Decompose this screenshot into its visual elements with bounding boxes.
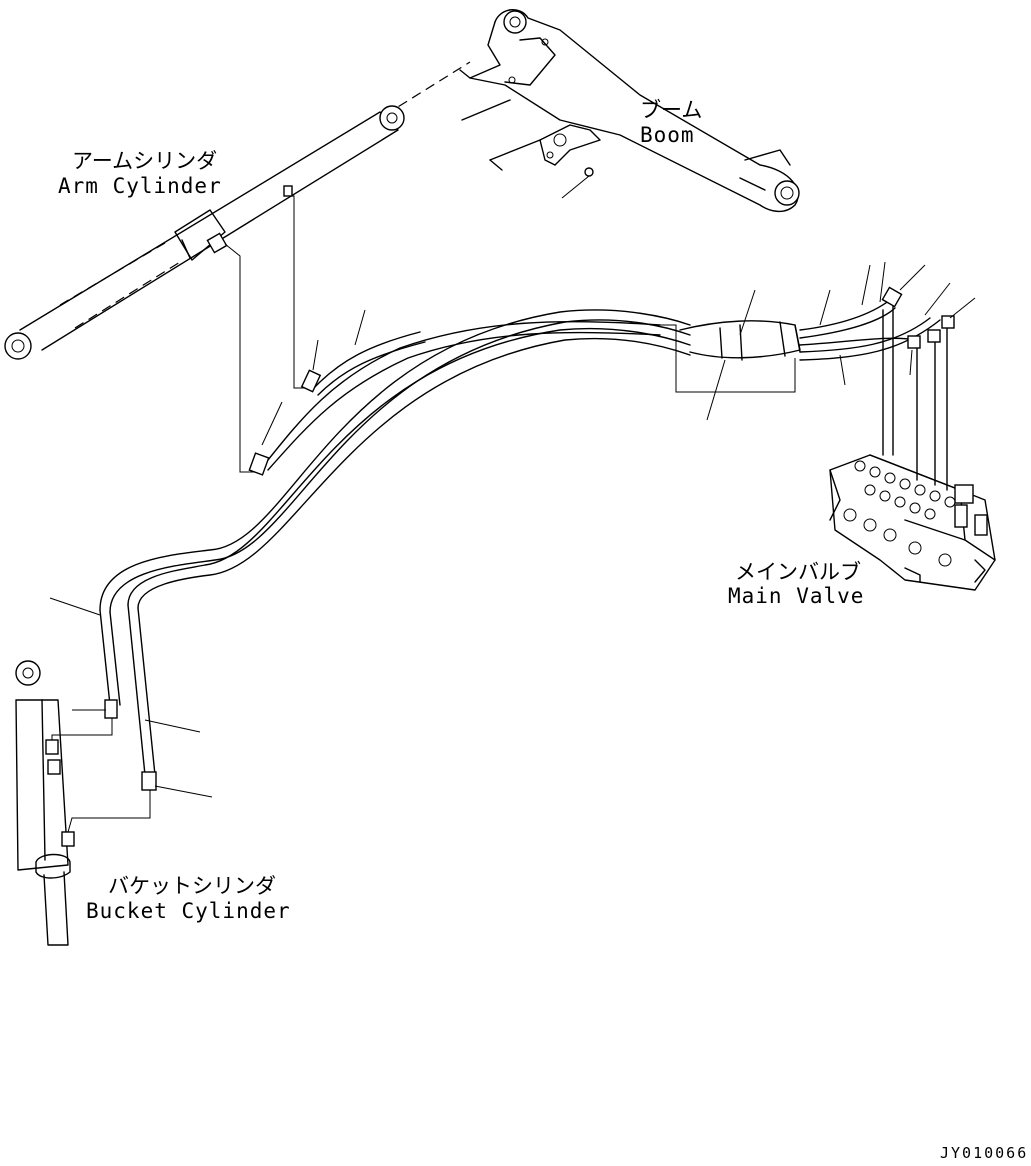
main-valve-label-en: Main Valve [728, 584, 864, 608]
main-valve-label-jp: メインバルブ [735, 560, 861, 584]
labels: ブーム Boom アームシリンダ Arm Cylinder メインバルブ Mai… [58, 98, 1028, 1162]
drawing-code: JY010066 [940, 1144, 1028, 1161]
arm-cylinder-drawing [4, 61, 471, 473]
bucket-cylinder-label-en: Bucket Cylinder [86, 899, 291, 923]
boom-label-jp: ブーム [640, 98, 702, 122]
hose-bundle [49, 261, 976, 798]
boom-drawing [459, 9, 800, 213]
bucket-cylinder-label-jp: バケットシリンダ [108, 874, 276, 898]
arm-cylinder-label-en: Arm Cylinder [58, 174, 222, 198]
boom-label-en: Boom [640, 123, 695, 147]
arm-cylinder-label-jp: アームシリンダ [72, 149, 217, 173]
bucket-cylinder-drawing [15, 660, 151, 946]
main-valve-drawing [829, 454, 996, 591]
